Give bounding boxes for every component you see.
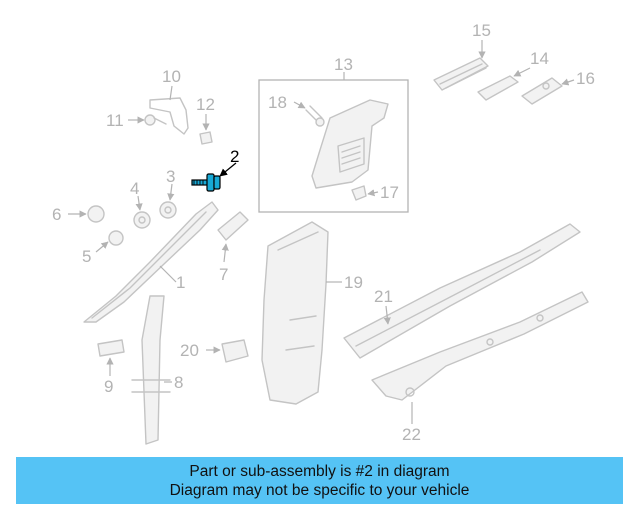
banner-line-part: Part or sub-assembly is #2 in diagram (189, 462, 450, 480)
part-11-screw (144, 114, 167, 126)
callout-8: 8 (174, 373, 183, 392)
callout-6: 6 (52, 205, 61, 224)
callout-14: 14 (530, 49, 549, 68)
callout-1: 1 (176, 273, 185, 292)
part-19-b-pillar-trim (261, 221, 329, 405)
part-8-pillar-bracket (131, 295, 171, 445)
callout-9: 9 (104, 377, 113, 396)
part-17-clip (351, 185, 367, 201)
part-3-grommet (159, 201, 177, 219)
banner-line-disclaimer: Diagram may not be specific to your vehi… (169, 481, 470, 499)
part-10-bracket (149, 97, 189, 135)
part-5-clip (108, 230, 124, 246)
callout-2: 2 (230, 147, 239, 166)
info-banner: Part or sub-assembly is #2 in diagram Di… (16, 457, 623, 504)
part-18-screw (305, 105, 325, 127)
part-20-clip (221, 339, 249, 363)
part-14-bracket (477, 75, 519, 101)
callout-4: 4 (130, 179, 139, 198)
part-6-clip (87, 205, 105, 223)
callout-19: 19 (344, 273, 363, 292)
callout-16: 16 (576, 69, 595, 88)
callout-5: 5 (82, 247, 91, 266)
part-7-clip-plate (217, 211, 249, 241)
part-21-sill-plate (343, 223, 581, 359)
callout-21: 21 (374, 287, 393, 306)
part-15-bracket (433, 57, 489, 91)
part-2-leader (219, 162, 237, 177)
part-9-clip-plate (97, 339, 125, 357)
callout-3: 3 (166, 167, 175, 186)
callout-18: 18 (268, 93, 287, 112)
parts-diagram: 1 2 3 4 5 6 7 8 9 10 11 12 13 14 15 16 1… (52, 21, 595, 445)
part-12-clip (199, 131, 213, 145)
callout-17: 17 (380, 183, 399, 202)
part-16-bracket (521, 77, 563, 105)
part-22-sill-rail (371, 291, 589, 401)
sub-assembly-box-13 (258, 79, 409, 213)
part-2-bolt (191, 173, 221, 192)
callout-15: 15 (472, 21, 491, 40)
part-1-a-pillar-trim (83, 201, 219, 323)
callout-12: 12 (196, 95, 215, 114)
callout-22: 22 (402, 425, 421, 444)
callout-7: 7 (219, 265, 228, 284)
callout-13: 13 (334, 55, 353, 74)
part-13-trim-panel (311, 99, 389, 189)
callout-10: 10 (162, 67, 181, 86)
callout-11: 11 (106, 111, 124, 130)
callout-20: 20 (180, 341, 199, 360)
part-4-grommet (133, 211, 151, 229)
